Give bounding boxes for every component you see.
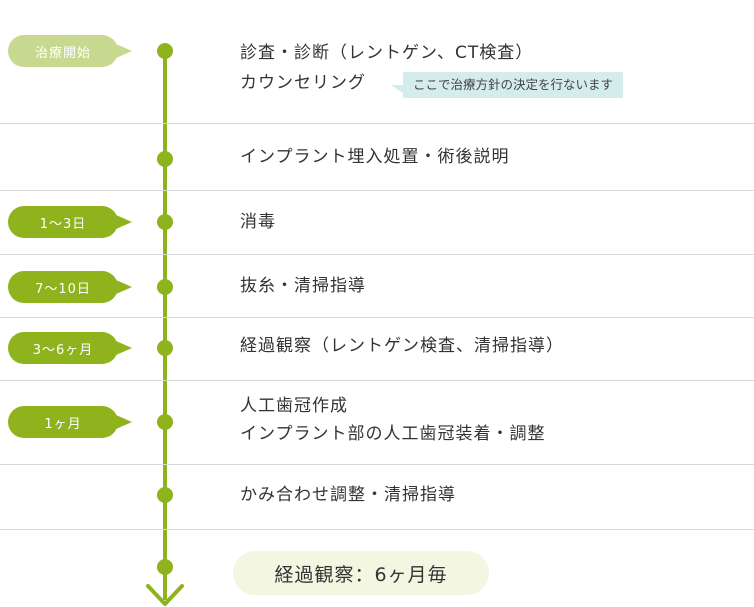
- row-divider: [0, 317, 754, 318]
- row-divider: [0, 254, 754, 255]
- step-line: カウンセリング: [240, 73, 366, 93]
- step-2-text: インプラント埋入処置・術後説明: [240, 145, 510, 169]
- timeline-dot: [157, 214, 173, 230]
- row-divider: [0, 464, 754, 465]
- final-followup-badge: 経過観察：6ヶ月毎: [233, 551, 489, 595]
- step-1-text: 診査・診断（レントゲン、CT検査） カウンセリング: [240, 41, 533, 95]
- timeline-dot: [157, 487, 173, 503]
- timeline-line: [163, 48, 167, 600]
- step-line: 抜糸・清掃指導: [240, 276, 366, 296]
- step-badge-1-month: 1ヶ月: [8, 406, 132, 438]
- step-line: 人工歯冠作成: [240, 396, 348, 416]
- step-badge-3-6-months: 3〜6ヶ月: [8, 332, 132, 364]
- row-divider: [0, 123, 754, 124]
- step-badge-start: 治療開始: [8, 35, 132, 67]
- timeline-dot: [157, 559, 173, 575]
- step-badge-1-3-days: 1〜3日: [8, 206, 132, 238]
- timeline-dot: [157, 43, 173, 59]
- step-line: 消毒: [240, 212, 276, 232]
- chevron-down-arrow-icon: [146, 584, 184, 606]
- step-3-text: 消毒: [240, 210, 276, 234]
- step-line: 診査・診断（レントゲン、CT検査）: [240, 43, 534, 63]
- step-line: インプラント部の人工歯冠装着・調整: [240, 424, 546, 444]
- step-badge-7-10-days: 7〜10日: [8, 271, 132, 303]
- timeline-dot: [157, 340, 173, 356]
- timeline-dot: [157, 414, 173, 430]
- timeline-dot: [157, 151, 173, 167]
- row-divider: [0, 380, 754, 381]
- timeline-dot: [157, 279, 173, 295]
- row-divider: [0, 190, 754, 191]
- step-4-text: 抜糸・清掃指導: [240, 274, 366, 298]
- step-note: ここで治療方針の決定を行ないます: [390, 72, 624, 98]
- step-5-text: 経過観察（レントゲン検査、清掃指導）: [240, 334, 564, 358]
- row-divider: [0, 529, 754, 530]
- step-line: インプラント埋入処置・術後説明: [240, 147, 510, 167]
- step-line: 経過観察（レントゲン検査、清掃指導）: [240, 336, 564, 356]
- step-line: かみ合わせ調整・清掃指導: [240, 485, 456, 505]
- step-6-text: 人工歯冠作成 インプラント部の人工歯冠装着・調整: [240, 394, 546, 446]
- step-7-text: かみ合わせ調整・清掃指導: [240, 483, 456, 507]
